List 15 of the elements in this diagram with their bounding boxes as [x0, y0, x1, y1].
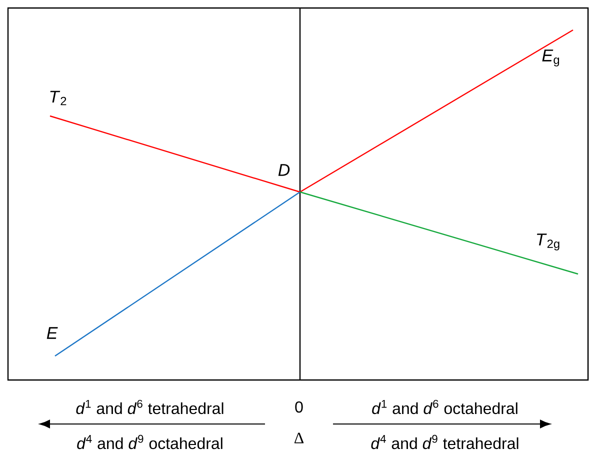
- state-label: T$_{2}$: [50, 90, 66, 106]
- energy-line: [54, 192, 300, 356]
- axis-label: d$^{4}$ and d$^{9}$ octahedral: [77, 434, 222, 450]
- axis-label: 0: [295, 401, 303, 413]
- state-label: D: [278, 164, 290, 176]
- axis-label: d$^{4}$ and d$^{9}$ tetrahedral: [371, 434, 518, 450]
- axis-label: d$^{1}$ and d$^{6}$ tetrahedral: [76, 400, 224, 414]
- energy-line: [300, 191, 578, 275]
- state-label: T$_{2g}$: [536, 234, 560, 250]
- energy-line: [50, 115, 300, 193]
- state-label: E$_{g}$: [542, 50, 560, 66]
- state-label: E: [46, 327, 58, 339]
- axis-label: Δ: [294, 432, 304, 444]
- axis-label: d$^{1}$ and d$^{6}$ octahedral: [372, 400, 518, 414]
- energy-line: [300, 29, 574, 193]
